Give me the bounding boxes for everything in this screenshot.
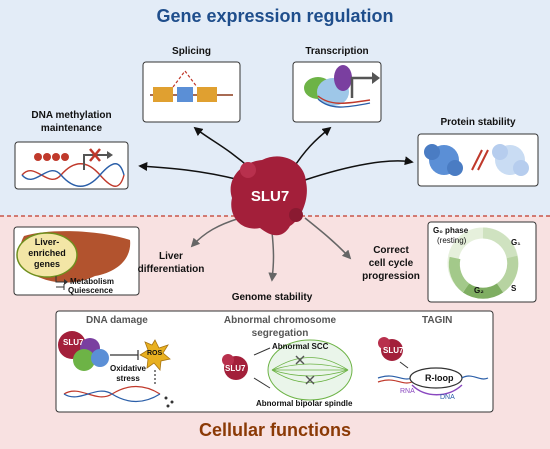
r-loop-label: R-loop xyxy=(425,373,454,383)
ros-label: ROS xyxy=(147,350,163,357)
liver-differentiation-line1: Liver xyxy=(159,251,183,262)
slu7-label: SLU7 xyxy=(250,188,290,205)
dna-damage-slu7-label: SLU7 xyxy=(63,338,84,347)
slu7-protein xyxy=(230,156,307,236)
chromosome-title-line1: Abnormal chromosome xyxy=(223,315,337,326)
dna-damage-icon xyxy=(58,331,174,408)
g1-label: G₁ xyxy=(511,238,521,247)
splicing-label: Splicing xyxy=(172,46,211,57)
protein-stability-icon xyxy=(417,133,539,187)
g0-phase-label: G₀ phase xyxy=(433,226,469,235)
dna-methylation-label-line1: DNA methylation xyxy=(31,110,112,121)
oxidative-stress-line1: Oxidative xyxy=(109,364,146,373)
abnormal-spindle-label: Abnormal bipolar spindle xyxy=(256,399,353,408)
liver-differentiation-line2: differentiation xyxy=(137,264,205,275)
chromosome-title-line2: segregation xyxy=(251,328,309,339)
liver-genes-line1: Liver- xyxy=(34,237,60,247)
protein-stability-label: Protein stability xyxy=(440,117,516,128)
cell-cycle-line2: cell cycle xyxy=(368,258,414,269)
cell-cycle-icon xyxy=(427,221,537,303)
cell-cycle-line3: progression xyxy=(362,271,420,282)
splicing-icon xyxy=(142,61,241,123)
oxidative-stress-line2: stress xyxy=(116,374,140,383)
dna-damage-title: DNA damage xyxy=(86,315,148,326)
cell-cycle-line1: Correct xyxy=(373,245,409,256)
liver-genes-line2: enriched xyxy=(28,248,66,258)
liver-genes-line3: genes xyxy=(33,259,60,269)
transcription-icon xyxy=(292,61,382,123)
genome-stability-label: Genome stability xyxy=(231,292,313,303)
metabolism-label: Metabolism xyxy=(70,277,115,286)
transcription-label: Transcription xyxy=(305,46,369,57)
tagin-slu7-label: SLU7 xyxy=(383,346,404,355)
dna-methylation-label-line2: maintenance xyxy=(40,123,103,134)
r-loop-icon xyxy=(377,337,489,396)
s-label: S xyxy=(511,284,517,293)
rna-label: RNA xyxy=(400,388,415,395)
abnormal-scc-label: Abnormal SCC xyxy=(272,342,329,351)
resting-label: (resting) xyxy=(437,236,467,245)
dna-methylation-icon xyxy=(14,141,129,190)
tagin-title: TAGIN xyxy=(422,315,453,326)
spindle-icon xyxy=(222,339,353,401)
liver-icon xyxy=(13,226,140,296)
g2-label: G₂ xyxy=(474,286,484,295)
footer-title: Cellular functions xyxy=(198,420,351,440)
dna-label: DNA xyxy=(440,394,455,401)
function-arrows xyxy=(190,217,352,282)
quiescence-label: Quiescence xyxy=(68,286,113,295)
header-title: Gene expression regulation xyxy=(156,6,394,26)
chromosome-slu7-label: SLU7 xyxy=(225,364,246,373)
